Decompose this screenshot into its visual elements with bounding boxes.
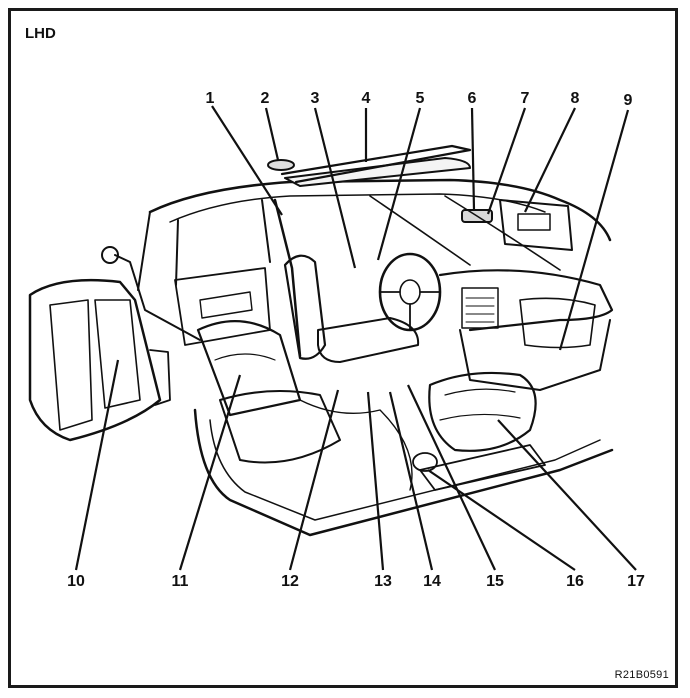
leader-5 — [376, 107, 422, 261]
leader-10 — [74, 359, 120, 571]
leader-11 — [178, 374, 242, 571]
callout-13: 13 — [374, 573, 392, 590]
roof-inner — [169, 193, 546, 223]
leader-9 — [558, 109, 630, 351]
leader-1 — [211, 105, 283, 216]
lhd-label: LHD — [25, 25, 56, 42]
rear-door-panel — [49, 299, 93, 431]
dashboard-top — [438, 269, 614, 332]
door-sill-plate — [419, 444, 546, 491]
callout-7: 7 — [521, 90, 530, 107]
callout-16: 16 — [566, 573, 584, 590]
sill-inner — [209, 419, 601, 521]
vent-slats — [465, 297, 495, 323]
driver-seat-cushion — [317, 317, 420, 363]
callout-12: 12 — [281, 573, 299, 590]
floor-sill — [193, 408, 614, 537]
rear-seat-back — [196, 320, 302, 417]
rear-door-frame — [137, 199, 271, 291]
leader-2 — [264, 107, 280, 161]
callout-14: 14 — [423, 573, 441, 590]
callout-8: 8 — [571, 90, 580, 107]
steering-hub — [399, 279, 421, 305]
rear-seat-seam — [214, 353, 276, 361]
b-pillar — [273, 198, 302, 358]
figure-code: R21B0591 — [614, 669, 669, 681]
steering-spokes — [379, 291, 441, 331]
driver-seat-back — [283, 254, 327, 360]
door-speaker-panel — [94, 299, 141, 409]
callout-6: 6 — [468, 90, 477, 107]
leader-15 — [407, 384, 496, 571]
glovebox — [519, 297, 596, 349]
callout-2: 2 — [261, 90, 270, 107]
leader-12 — [288, 389, 340, 571]
callout-17: 17 — [627, 573, 645, 590]
callout-11: 11 — [172, 573, 189, 590]
callout-15: 15 — [486, 573, 504, 590]
passenger-seat — [428, 371, 537, 452]
front-door-trim — [174, 267, 271, 346]
rear-door-outer — [28, 278, 162, 442]
passenger-seat-seam — [439, 388, 521, 421]
callout-3: 3 — [311, 90, 320, 107]
center-floor — [299, 399, 413, 491]
seat-belt — [114, 254, 201, 341]
dash-lower — [459, 319, 611, 391]
car-illustration — [28, 144, 614, 537]
roof-rail — [284, 157, 471, 187]
roof-outline — [148, 178, 612, 242]
leader-8 — [524, 107, 576, 213]
front-seat-rail — [412, 452, 438, 472]
rear-dome-light — [267, 159, 295, 171]
callout-5: 5 — [416, 90, 425, 107]
door-hinge — [149, 349, 171, 406]
leader-13 — [366, 391, 385, 571]
callout-4: 4 — [362, 90, 371, 107]
callout-10: 10 — [67, 573, 85, 590]
door-switches — [199, 291, 253, 319]
sun-visor — [499, 199, 573, 251]
rear-seat-cushion — [219, 390, 341, 464]
leader-14 — [388, 391, 434, 571]
belt-anchor — [101, 246, 119, 264]
leader-7 — [486, 107, 527, 215]
callout-9: 9 — [624, 92, 633, 109]
visor-mirror — [517, 213, 551, 231]
leader-17 — [497, 419, 637, 571]
callout-numbers: 1 2 3 4 5 6 7 8 9 10 11 12 13 14 15 16 1… — [67, 90, 645, 590]
leader-6 — [470, 107, 476, 211]
leader-3 — [313, 107, 357, 269]
leader-lines — [74, 105, 637, 571]
center-vent — [461, 287, 499, 329]
callout-1: 1 — [206, 90, 215, 107]
leader-16 — [427, 469, 576, 571]
windshield-frame — [369, 195, 561, 271]
